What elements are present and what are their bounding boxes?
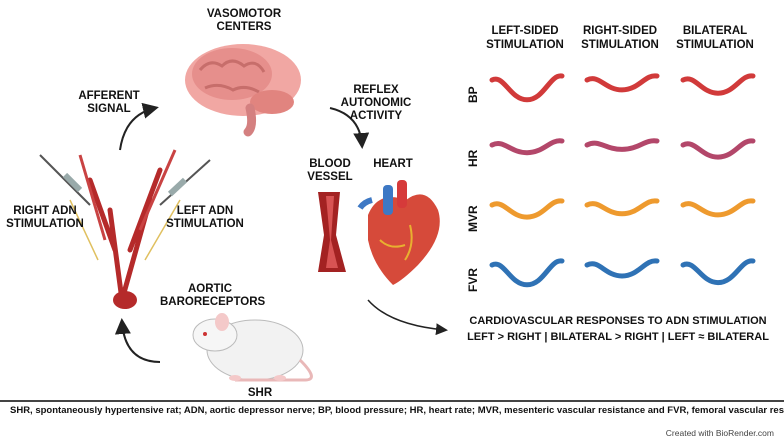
wave-bp-0 [489, 73, 565, 103]
shr-label: SHR [247, 387, 273, 399]
footer-abbreviations: SHR, spontaneously hypertensive rat; ADN… [10, 405, 784, 416]
wave-bp-1 [584, 73, 660, 93]
rat-to-aorta-arrow [114, 318, 161, 363]
wave-mvr-0 [489, 198, 565, 220]
wave-hr-1 [584, 138, 660, 152]
response-waves [489, 73, 756, 288]
wave-hr-0 [489, 138, 565, 156]
blood-vessel-icon [318, 192, 346, 272]
row-label-fvr: FVR [466, 268, 480, 292]
heart-label: HEART [373, 158, 413, 170]
row-label-hr: HR [466, 149, 480, 167]
row-label-bp: BP [466, 86, 480, 103]
wave-mvr-1 [584, 198, 660, 217]
footer-divider [0, 400, 784, 402]
wave-fvr-0 [489, 258, 565, 288]
heart-icon [357, 180, 440, 285]
biorender-credit: Created with BioRender.com [665, 428, 774, 438]
responses-arrow [367, 299, 448, 336]
rat-icon [192, 313, 313, 382]
wave-fvr-1 [584, 258, 660, 279]
wave-mvr-2 [680, 198, 756, 218]
afferent-arrow [119, 102, 159, 151]
brain-icon [185, 44, 301, 137]
efferent-arrow [329, 107, 370, 149]
wave-fvr-2 [680, 258, 756, 286]
wave-bp-2 [680, 73, 756, 96]
left-electrode-icon [159, 159, 211, 206]
summary-relation: LEFT > RIGHT | BILATERAL > RIGHT | LEFT … [467, 331, 769, 343]
right-electrode-icon [39, 154, 91, 206]
summary-title: CARDIOVASCULAR RESPONSES TO ADN STIMULAT… [469, 315, 767, 327]
aortic-arch-icon [69, 149, 181, 309]
row-label-mvr: MVR [466, 205, 480, 232]
wave-hr-2 [680, 138, 756, 160]
